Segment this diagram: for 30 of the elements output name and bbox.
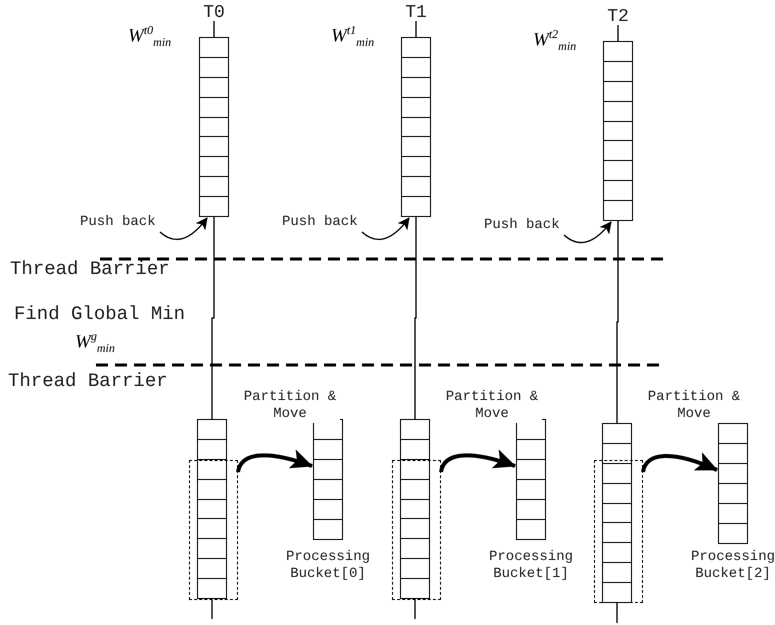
thread-label: T1 [405, 5, 427, 22]
caption-text: Processing Bucket[0] [284, 549, 371, 583]
caption-text: Processing Bucket[1] [488, 549, 574, 583]
annotation-text: Push back [282, 214, 358, 231]
queue-stack [313, 419, 343, 540]
thread-line [616, 221, 619, 423]
thread-line [414, 217, 417, 419]
queue-stack [516, 419, 546, 540]
queue-stack [603, 41, 633, 221]
section-label: Thread Barrier [8, 370, 168, 392]
queue-stack [197, 419, 227, 599]
annotation-text: Push back [484, 217, 560, 234]
dashed-selection-box [594, 460, 643, 603]
curved-arrow [362, 217, 410, 240]
curved-arrow [160, 217, 208, 240]
queue-stack [718, 423, 748, 544]
section-label: Find Global Min [14, 303, 186, 325]
thread-label: T0 [203, 5, 225, 22]
dashed-selection-box [189, 460, 238, 600]
caption-text: Processing Bucket[2] [690, 549, 775, 583]
queue-stack [199, 37, 229, 217]
queue-stack [401, 37, 431, 217]
annotation-text: Push back [80, 214, 156, 231]
dashed-selection-box [392, 460, 441, 600]
curved-arrow [564, 221, 612, 244]
section-label: Thread Barrier [10, 258, 170, 280]
thread-line [211, 217, 215, 419]
queue-stack [602, 423, 632, 603]
thread-label: T2 [607, 9, 629, 26]
queue-stack [400, 419, 430, 599]
